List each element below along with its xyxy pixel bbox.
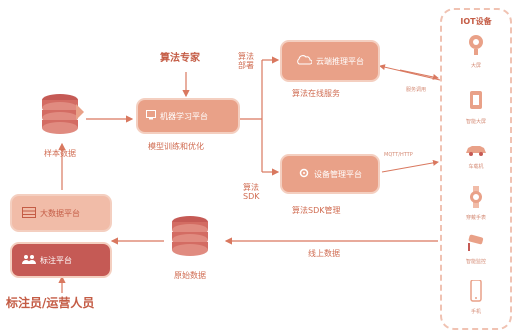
- sdk-label: 算法SDK: [243, 183, 260, 201]
- camera-icon: [469, 35, 483, 55]
- iot-device-display: 智能大屏: [442, 90, 510, 125]
- cctv-icon: [468, 234, 484, 251]
- watch-icon: [470, 186, 482, 208]
- device-mgmt-box[interactable]: 设备管理平台: [282, 156, 378, 192]
- monitor-icon: [146, 110, 156, 122]
- iot-device-watch: 穿戴手表: [442, 186, 510, 221]
- ml-platform-label: 机器学习平台: [160, 111, 208, 121]
- sample-data-title: 样本数据: [44, 149, 76, 158]
- sample-data-node: [40, 92, 84, 146]
- display-icon: [470, 91, 482, 109]
- edge-iot-to-cloud: [379, 64, 441, 81]
- device-mgmt-title: 算法SDK管理: [292, 206, 341, 215]
- iot-title: IOT设备: [460, 17, 492, 26]
- iot-device-label: 智能监控: [465, 259, 486, 265]
- iot-device-car: 车载机: [442, 142, 510, 170]
- annotation-platform-box[interactable]: 标注平台: [12, 244, 110, 276]
- database-icon: [172, 216, 208, 256]
- iot-device-camera: 大屏: [442, 34, 510, 69]
- bigdata-platform-label: 大数据平台: [40, 208, 80, 218]
- cloud-icon: [296, 55, 313, 67]
- iot-device-label: 穿戴手表: [465, 215, 486, 221]
- iot-device-label: 手机: [470, 309, 481, 315]
- gear-icon: [298, 167, 310, 181]
- online-data-label: 线上数据: [308, 249, 340, 258]
- database-icon: [42, 94, 84, 134]
- api-call-label: 服务调用: [406, 87, 427, 93]
- edge-cloud-to-iot: [399, 69, 439, 80]
- device-mgmt-label: 设备管理平台: [314, 169, 362, 179]
- table-icon: [22, 206, 36, 220]
- cloud-inference-label: 云端推理平台: [316, 56, 364, 66]
- raw-data-node: [170, 214, 210, 264]
- iot-device-label: 大屏: [470, 63, 481, 69]
- raw-data-title: 原始数据: [174, 271, 206, 280]
- phone-icon: [470, 279, 482, 302]
- ml-platform-title: 模型训练和优化: [148, 142, 204, 151]
- cloud-inference-box[interactable]: 云端推理平台: [282, 42, 378, 80]
- cloud-inference-title: 算法在线服务: [292, 89, 340, 98]
- car-icon: [466, 146, 486, 156]
- edge-device-to-iot: [381, 159, 439, 173]
- expert-label: 算法专家: [160, 53, 200, 64]
- iot-device-cctv: 智能监控: [442, 234, 510, 265]
- users-icon: [22, 254, 36, 266]
- deploy-label: 算法部署: [238, 52, 254, 70]
- ml-platform-box[interactable]: 机器学习平台: [138, 100, 238, 132]
- annotator-label: 标注员/运营人员: [6, 296, 95, 310]
- device-sync-label: MQTT/HTTP: [384, 152, 413, 158]
- iot-device-label: 车载机: [468, 164, 484, 170]
- bigdata-platform-box[interactable]: 大数据平台: [12, 196, 110, 230]
- annotation-platform-label: 标注平台: [40, 255, 72, 265]
- iot-panel: IOT设备 大屏 智能大屏 车载机 穿戴手表 智能监控 手机: [440, 8, 512, 330]
- tag-icon: [76, 104, 84, 120]
- iot-device-phone: 手机: [442, 279, 510, 315]
- iot-device-label: 智能大屏: [465, 119, 486, 125]
